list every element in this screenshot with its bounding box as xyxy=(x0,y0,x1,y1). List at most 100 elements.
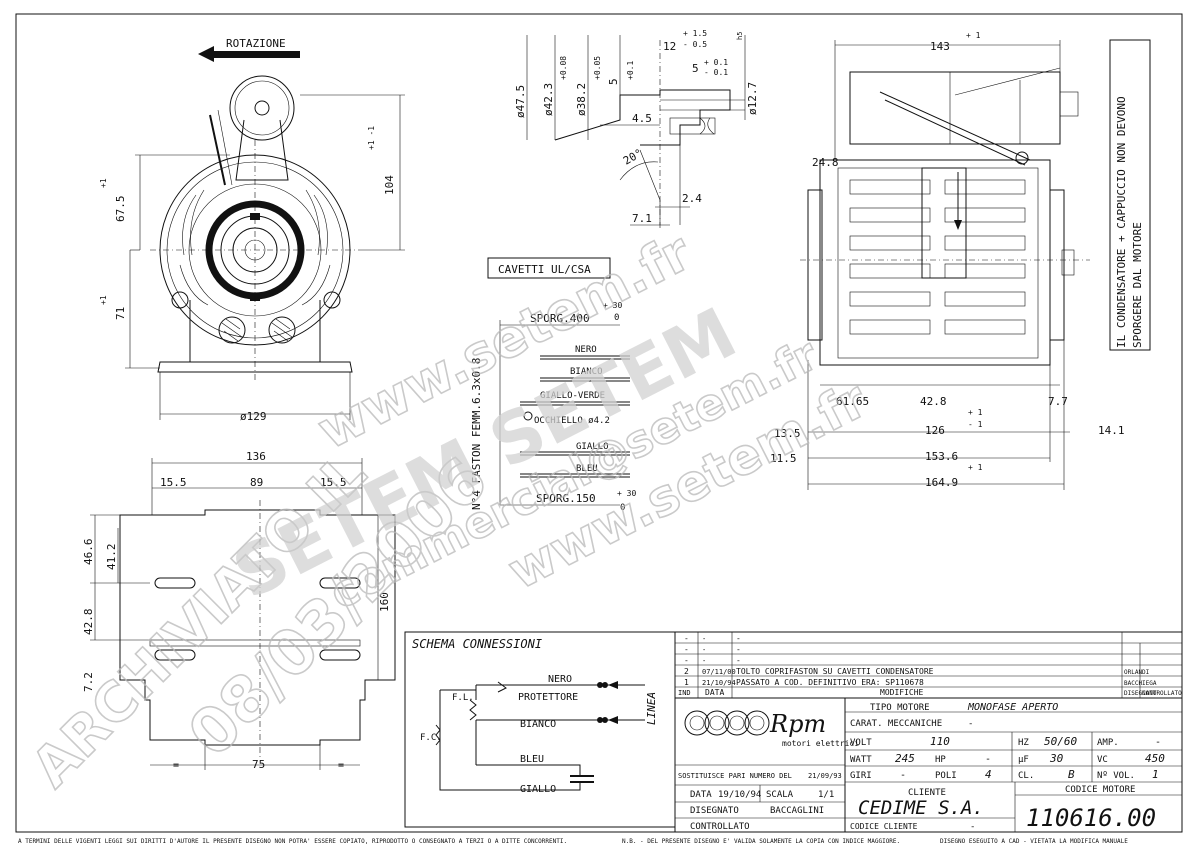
rev-head-ctrl: CONTROLLATO xyxy=(1142,690,1182,697)
cables-title-box xyxy=(487,257,611,279)
dim-126: 126 xyxy=(925,424,945,437)
schema-connessioni: SCHEMA CONNESSIONI NERO PROTETTORE BIANC… xyxy=(404,631,676,828)
tipo-label: TIPO MOTORE xyxy=(870,703,930,713)
dim-46-6: 46.6 xyxy=(82,539,95,566)
front-view: ROTAZIONE xyxy=(99,37,405,423)
sporg-400: SPORG.400 xyxy=(530,312,590,325)
note-line-2: SPORGERE DAL MOTORE xyxy=(1131,222,1144,348)
dim-143: 143 xyxy=(930,40,950,53)
rev-date: - xyxy=(702,635,706,643)
rev-desc: - xyxy=(736,645,741,654)
volt-value: 110 xyxy=(930,735,950,748)
rotation-arrow-icon xyxy=(198,46,300,62)
dim-160: 160 xyxy=(378,592,391,612)
hz-label: HZ xyxy=(1018,738,1029,748)
sost-date: 21/09/93 xyxy=(808,772,842,780)
footer-left: A TERMINI DELLE VIGENTI LEGGI SUI DIRITT… xyxy=(18,838,567,845)
rev-head-data: DATA xyxy=(705,688,724,697)
dim-164-9: 164.9 xyxy=(925,476,958,489)
footer-mid: N.B. - DEL PRESENTE DISEGNO E' VALIDA SO… xyxy=(622,838,900,845)
cl-label: CL. xyxy=(1018,771,1034,781)
dim-7-7: 7.7 xyxy=(1048,395,1068,408)
dim-61-65: 61.65 xyxy=(836,395,869,408)
eq-left: = xyxy=(173,760,179,771)
amp-label: AMP. xyxy=(1097,738,1119,748)
dim-104-tol: +1 -1 xyxy=(367,126,376,150)
sost-label: SOSTITUISCE PARI NUMERO DEL xyxy=(678,772,792,780)
cl-value: B xyxy=(1068,768,1075,781)
dim-41-2: 41.2 xyxy=(105,544,118,571)
sporg-150: SPORG.150 xyxy=(536,492,596,505)
sporg-400-tol0: 0 xyxy=(614,313,619,323)
uf-label: µF xyxy=(1018,755,1029,765)
dim-d12-7: ø12.7 xyxy=(746,82,759,115)
dim-71: 71 xyxy=(114,307,127,320)
data-value: 19/10/94 xyxy=(718,790,761,800)
rev-head-dis: DISEGNATO xyxy=(1124,690,1157,697)
sporg-150-tol0: 0 xyxy=(620,503,625,513)
dim-14-1: 14.1 xyxy=(1098,424,1125,437)
dim-d5-tol: +0.1 xyxy=(626,61,635,80)
codcli-value: - xyxy=(970,822,975,832)
watt-value: 245 xyxy=(895,752,915,765)
dim-d42-tol: +0.08 xyxy=(559,56,568,80)
dim-2-4: 2.4 xyxy=(682,192,702,205)
rpm-logo-icon xyxy=(684,710,770,736)
occhiello-label: OCCHIELLO ø4.2 xyxy=(534,416,610,426)
dim-42-8-side: 42.8 xyxy=(920,395,947,408)
sporg-150-tol: + 30 xyxy=(617,489,636,498)
dim-5b: 5 xyxy=(692,62,699,75)
data-label: DATA xyxy=(690,790,712,800)
codmot-value: 110616.00 xyxy=(1026,804,1156,832)
dim-42-8: 42.8 xyxy=(82,609,95,636)
dim-89: 89 xyxy=(250,476,263,489)
logo-sub: motori elettrici xyxy=(782,739,859,748)
amp-value: - xyxy=(1155,737,1161,748)
cables-title: CAVETTI UL/CSA xyxy=(498,263,591,276)
rev-ind: 2 xyxy=(684,667,689,676)
rev-date: - xyxy=(702,646,706,654)
scala-value: 1/1 xyxy=(818,790,834,800)
schema-fc: F.C. xyxy=(420,733,442,743)
poli-label: POLI xyxy=(935,771,957,781)
dis-label: DISEGNATO xyxy=(690,806,739,816)
dim-tol-126b: - 1 xyxy=(968,420,983,429)
dim-7-1: 7.1 xyxy=(632,212,652,225)
rev-who: BACCHIEGA xyxy=(1124,680,1157,687)
dim-67-5: 67.5 xyxy=(114,196,127,223)
rev-date: 21/10/94 xyxy=(702,679,736,687)
rev-ind: - xyxy=(684,634,689,643)
poli-value: 4 xyxy=(985,768,992,781)
side-view: 143 + 1 24.8 61.65 42.8 7.7 xyxy=(770,31,1151,490)
schema-linea: LINEA xyxy=(645,692,658,725)
direction-arrow-icon xyxy=(954,220,962,230)
uf-value: 30 xyxy=(1049,752,1064,765)
rotation-label: ROTAZIONE xyxy=(226,37,286,50)
dim-5b-tol2: - 0.1 xyxy=(704,68,728,77)
carat-value: - xyxy=(968,719,973,729)
faston-note: N°4 FASTON FEMM.6.3x0.8 xyxy=(470,358,483,510)
dim-d47-5: ø47.5 xyxy=(514,85,527,118)
note-box xyxy=(1109,39,1151,351)
dim-7-2: 7.2 xyxy=(82,672,95,692)
eq-right: = xyxy=(338,760,344,771)
dim-20-deg: 20° xyxy=(621,146,645,167)
rev-ind: - xyxy=(684,645,689,654)
dim-d38-tol: +0.05 xyxy=(593,56,602,80)
wire-nero: NERO xyxy=(575,345,597,355)
schema-fl: F.L. xyxy=(452,693,474,703)
shaft-detail: ø47.5 ø42.3 +0.08 ø38.2 +0.05 5 +0.1 12 … xyxy=(514,29,759,230)
dim-104: 104 xyxy=(383,175,396,195)
dim-24-8: 24.8 xyxy=(812,156,839,169)
dim-12: 12 xyxy=(663,40,676,53)
nvol-value: 1 xyxy=(1152,768,1159,781)
rev-desc: TOLTO COPRIFASTON SU CAVETTI CONDENSATOR… xyxy=(736,667,934,676)
dim-5b-tol: + 0.1 xyxy=(704,58,728,67)
rev-head-ind: IND xyxy=(678,689,691,697)
rev-who: ORLANDI xyxy=(1124,669,1150,676)
sheet-border xyxy=(15,13,1183,833)
rev-head-mod: MODIFICHE xyxy=(880,688,924,697)
dim-15-5-right: 15.5 xyxy=(320,476,347,489)
giri-value: - xyxy=(900,770,906,781)
rev-date: - xyxy=(702,657,706,665)
